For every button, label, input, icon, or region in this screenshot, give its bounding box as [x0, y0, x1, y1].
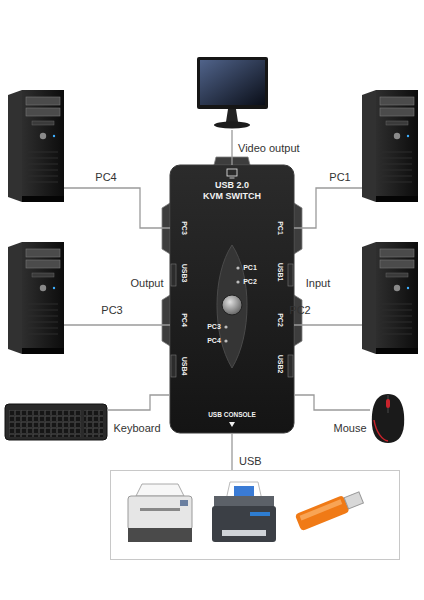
port-group-label: Input — [306, 277, 330, 290]
led-label: PC4 — [207, 337, 221, 345]
port-label: PC4 — [180, 313, 188, 327]
device-label: USB — [239, 455, 262, 468]
port-label: USB4 — [180, 357, 188, 376]
pc-tower: PC4 — [8, 90, 64, 202]
led-label: PC1 — [243, 264, 257, 272]
device-label: Keyboard — [113, 422, 160, 435]
device-label: PC4 — [95, 171, 116, 184]
usb-device-box: USB — [110, 470, 400, 560]
monitor: Video output — [195, 55, 270, 130]
port-label: PC1 — [276, 221, 284, 235]
port-label: USB2 — [276, 355, 284, 374]
device-label: PC2 — [289, 304, 310, 317]
keyboard: Keyboard — [5, 402, 107, 442]
led-label: PC2 — [243, 278, 257, 286]
device-title: KVM SWITCH — [203, 191, 261, 201]
cable-line — [231, 433, 232, 470]
device-label: Video output — [238, 142, 300, 155]
device-label: Mouse — [333, 422, 366, 435]
cable-line — [294, 395, 370, 410]
pc-tower: PC2 — [362, 242, 418, 354]
port-label: PC3 — [180, 221, 188, 235]
port-group-label: Output — [130, 277, 163, 290]
port-label: USB CONSOLE — [208, 411, 256, 418]
device-label: PC3 — [101, 304, 122, 317]
device-title: USB 2.0 — [215, 180, 249, 190]
led-label: PC3 — [207, 323, 221, 331]
cable-line — [64, 188, 170, 228]
device-label: PC1 — [329, 171, 350, 184]
cable-line — [231, 130, 232, 165]
cable-line — [294, 188, 362, 228]
port-label: PC2 — [276, 313, 284, 327]
port-label: USB3 — [180, 264, 188, 283]
cable-line — [107, 395, 170, 410]
mouse: Mouse — [370, 392, 406, 444]
kvm-switch: USB 2.0KVM SWITCHPC3USB3PC4USB4PC1USB1PC… — [170, 165, 294, 433]
pc-tower: PC3 — [8, 242, 64, 354]
cable-line — [64, 324, 170, 325]
port-label: USB1 — [276, 263, 284, 282]
cable-line — [294, 324, 362, 325]
pc-tower: PC1 — [362, 90, 418, 202]
